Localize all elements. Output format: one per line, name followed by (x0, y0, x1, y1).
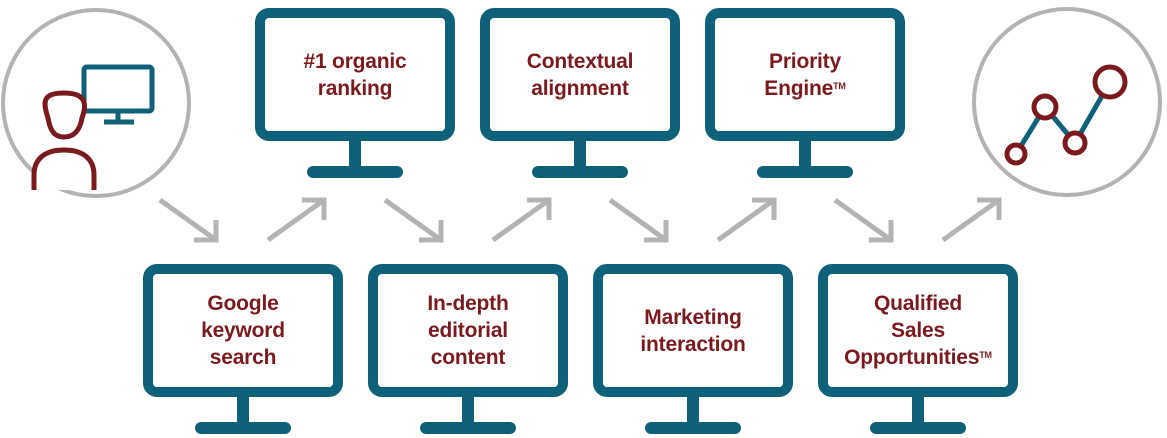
arrow-down-2 (385, 200, 441, 240)
monitor-base (870, 422, 966, 434)
monitor-bottom-2: In-depth editorial content (368, 264, 568, 438)
arrow-down-4 (835, 200, 891, 240)
monitor-stand (349, 141, 361, 166)
arrow-down-3 (610, 200, 666, 240)
monitor-base (307, 166, 403, 178)
step-label: Contextual alignment (526, 49, 634, 100)
step-label: Priority EngineTM (764, 49, 846, 100)
monitor-base (195, 422, 291, 434)
monitor-bottom-3: Marketing interaction (593, 264, 793, 438)
arrow-up-2 (493, 200, 549, 240)
monitor-screen: In-depth editorial content (368, 264, 568, 397)
monitor-stand (462, 397, 474, 422)
monitor-base (532, 166, 628, 178)
arrow-up-4 (943, 200, 999, 240)
monitor-base (420, 422, 516, 434)
step-label: #1 organic ranking (303, 49, 407, 100)
monitor-bottom-4: Qualified Sales OpportunitiesTM (818, 264, 1018, 438)
monitor-stand (574, 141, 586, 166)
arrow-down-1 (160, 200, 216, 240)
monitor-screen: #1 organic ranking (255, 8, 455, 141)
end-circle (972, 7, 1162, 197)
monitor-screen: Google keyword search (143, 264, 343, 397)
arrow-up-3 (718, 200, 774, 240)
user-at-computer-icon (31, 64, 155, 190)
trend-line-icon (1004, 64, 1128, 166)
monitor-top-2: Contextual alignment (480, 8, 680, 182)
monitor-top-1: #1 organic ranking (255, 8, 455, 182)
monitor-base (645, 422, 741, 434)
step-label: Qualified Sales OpportunitiesTM (844, 292, 992, 369)
monitor-stand (912, 397, 924, 422)
monitor-screen: Contextual alignment (480, 8, 680, 141)
monitor-top-3: Priority EngineTM (705, 8, 905, 182)
step-label: Google keyword search (201, 292, 285, 369)
step-label: Marketing interaction (640, 305, 746, 356)
monitor-bottom-1: Google keyword search (143, 264, 343, 438)
monitor-base (757, 166, 853, 178)
monitor-screen: Marketing interaction (593, 264, 793, 397)
monitor-stand (237, 397, 249, 422)
monitor-screen: Qualified Sales OpportunitiesTM (818, 264, 1018, 397)
monitor-stand (687, 397, 699, 422)
monitor-screen: Priority EngineTM (705, 8, 905, 141)
monitor-stand (799, 141, 811, 166)
start-circle (1, 8, 191, 198)
arrow-up-1 (268, 200, 324, 240)
step-label: In-depth editorial content (427, 292, 509, 369)
